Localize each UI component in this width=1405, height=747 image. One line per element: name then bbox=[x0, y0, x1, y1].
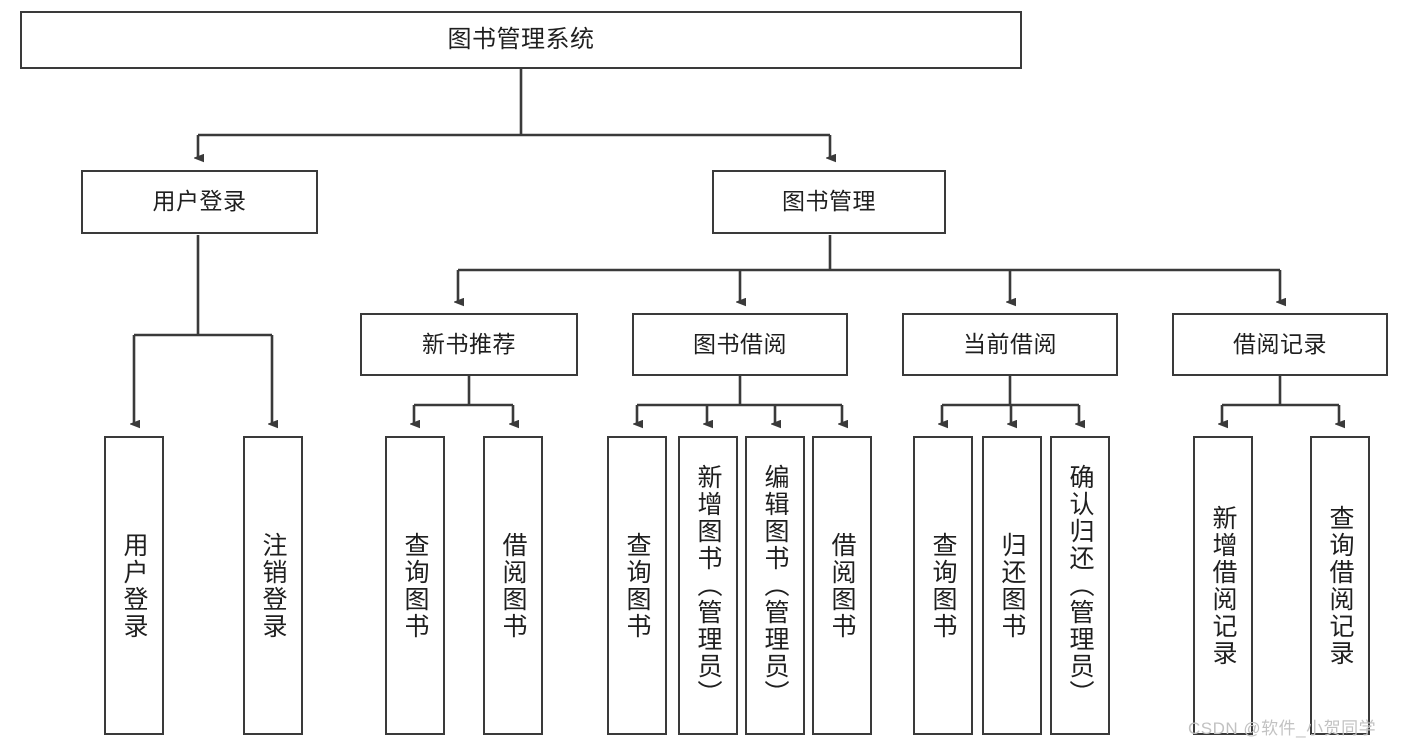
leaf-logout-login[interactable]: 注销登录 bbox=[243, 436, 303, 735]
node-borrow-record[interactable]: 借阅记录 bbox=[1172, 313, 1388, 376]
leaf-confirm-return-admin[interactable]: 确认归还（管理员） bbox=[1050, 436, 1110, 735]
node-label: 编辑图书（管理员） bbox=[761, 464, 789, 707]
node-label: 借阅图书 bbox=[828, 531, 856, 640]
node-current-borrow[interactable]: 当前借阅 bbox=[902, 313, 1118, 376]
node-label: 新增借阅记录 bbox=[1209, 504, 1237, 667]
node-book-management[interactable]: 图书管理 bbox=[712, 170, 946, 234]
node-label: 图书借阅 bbox=[693, 330, 787, 357]
leaf-query-book-borrow[interactable]: 查询图书 bbox=[607, 436, 667, 735]
node-user-login[interactable]: 用户登录 bbox=[81, 170, 318, 234]
leaf-return-book[interactable]: 归还图书 bbox=[982, 436, 1042, 735]
node-label: 查询图书 bbox=[401, 531, 429, 640]
node-label: 用户登录 bbox=[152, 188, 247, 215]
node-label: 归还图书 bbox=[998, 531, 1026, 640]
node-label: 当前借阅 bbox=[963, 330, 1057, 357]
node-label: 图书管理 bbox=[782, 188, 876, 215]
leaf-query-borrow-record[interactable]: 查询借阅记录 bbox=[1310, 436, 1370, 735]
node-new-book-recommend[interactable]: 新书推荐 bbox=[360, 313, 578, 376]
node-book-borrow[interactable]: 图书借阅 bbox=[632, 313, 848, 376]
node-label: 用户登录 bbox=[120, 531, 148, 640]
node-label: 查询图书 bbox=[623, 531, 651, 640]
watermark: CSDN @软件_小贺同学 bbox=[1188, 719, 1377, 738]
node-label: 查询图书 bbox=[929, 531, 957, 640]
node-label: 查询借阅记录 bbox=[1326, 504, 1354, 667]
leaf-query-book-current[interactable]: 查询图书 bbox=[913, 436, 973, 735]
node-label: 借阅图书 bbox=[499, 531, 527, 640]
node-label: 注销登录 bbox=[259, 531, 287, 640]
leaf-borrow-book-recommend[interactable]: 借阅图书 bbox=[483, 436, 543, 735]
leaf-add-book-admin[interactable]: 新增图书（管理员） bbox=[678, 436, 738, 735]
node-label: 新增图书（管理员） bbox=[694, 464, 722, 707]
leaf-user-login[interactable]: 用户登录 bbox=[104, 436, 164, 735]
leaf-borrow-book[interactable]: 借阅图书 bbox=[812, 436, 872, 735]
node-root-book-management-system[interactable]: 图书管理系统 bbox=[20, 11, 1022, 69]
node-label: 图书管理系统 bbox=[447, 25, 595, 53]
leaf-query-book-recommend[interactable]: 查询图书 bbox=[385, 436, 445, 735]
node-label: 借阅记录 bbox=[1233, 330, 1327, 357]
leaf-edit-book-admin[interactable]: 编辑图书（管理员） bbox=[745, 436, 805, 735]
leaf-add-borrow-record[interactable]: 新增借阅记录 bbox=[1193, 436, 1253, 735]
node-label: 确认归还（管理员） bbox=[1066, 464, 1094, 707]
node-label: 新书推荐 bbox=[422, 330, 516, 357]
